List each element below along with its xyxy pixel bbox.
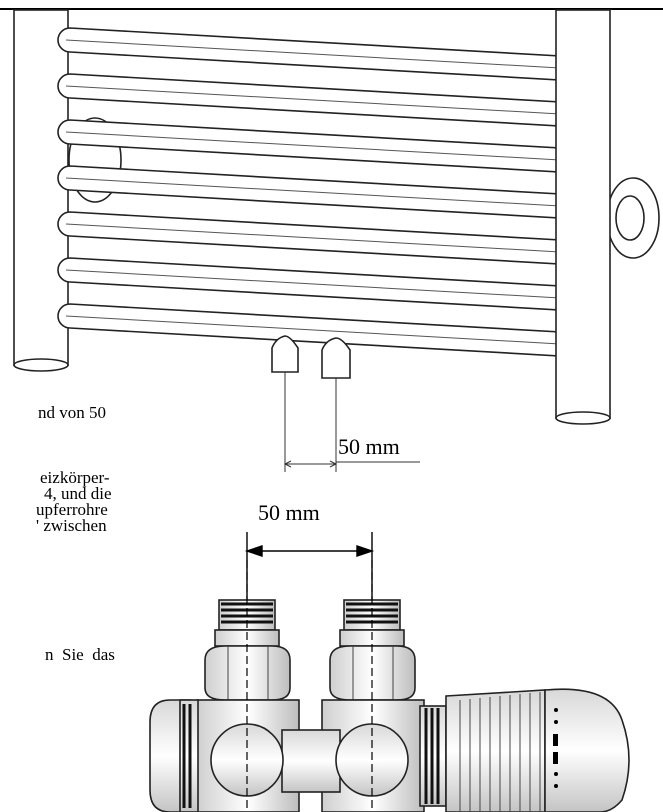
text-fragment-3: 4, und die xyxy=(44,484,112,503)
radiator-rungs xyxy=(57,27,561,357)
right-post xyxy=(555,9,611,419)
hex-nuts xyxy=(204,645,416,701)
valve-assembly xyxy=(149,532,630,812)
radiator-dimension-label: 50 mm xyxy=(338,434,400,459)
radiator-dimension xyxy=(283,372,420,472)
valve-dimension-label: 50 mm xyxy=(258,500,320,525)
radiator-drawing xyxy=(13,9,660,425)
thermostat-head xyxy=(445,688,630,812)
text-fragment-6: n Sie das xyxy=(45,645,115,664)
text-fragment-5: ' zwischen xyxy=(36,516,107,535)
text-fragment-4: upferrohre xyxy=(36,500,108,519)
wall-bracket-right xyxy=(606,177,660,259)
radiator-connectors xyxy=(271,335,351,379)
thermostat-scale-marks xyxy=(553,708,558,788)
text-fragment-2: eizkörper- xyxy=(40,468,110,487)
text-fragment-1: nd von 50 xyxy=(38,403,106,422)
